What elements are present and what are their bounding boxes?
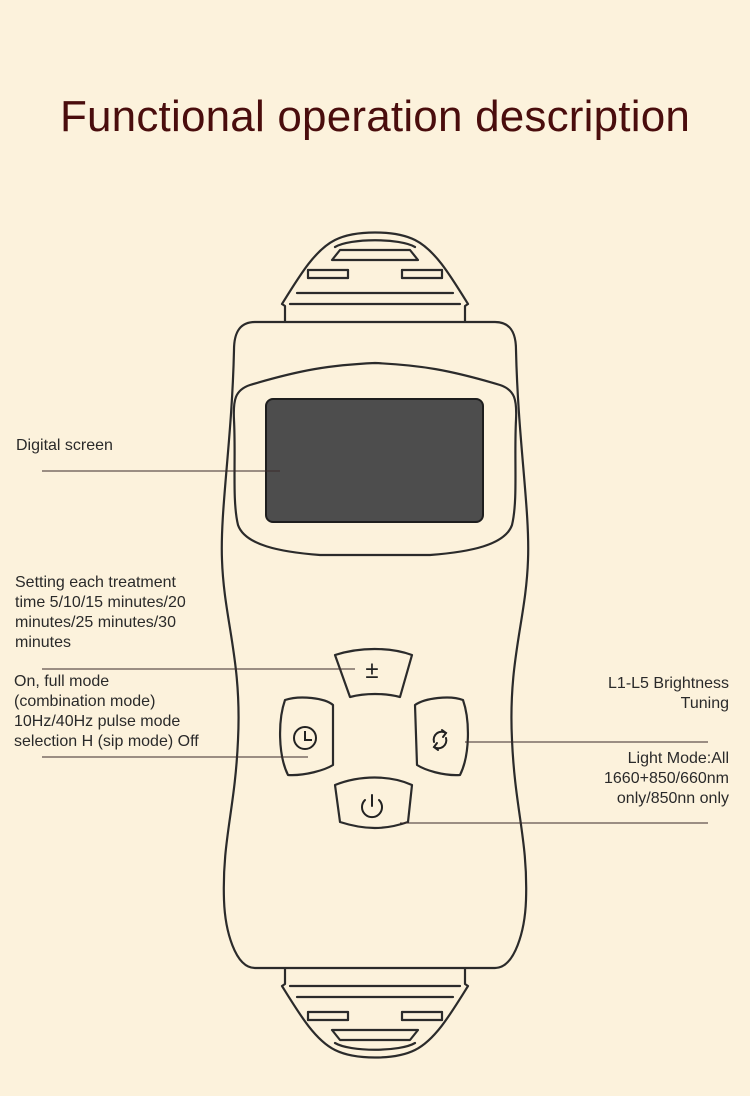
bottom-cap: [280, 966, 470, 1059]
top-cap: [280, 231, 470, 324]
plus-minus-icon: ±: [365, 657, 378, 684]
label-digital-screen: Digital screen: [16, 437, 113, 454]
label-brightness: L1-L5 Brightness Tuning: [608, 675, 729, 712]
label-mode: On, full mode (combination mode) 10Hz/40…: [14, 673, 199, 750]
clock-icon: [293, 726, 317, 750]
timer-button[interactable]: [278, 696, 335, 777]
page-title: Functional operation description: [59, 92, 691, 141]
screen-bezel: [232, 361, 518, 557]
power-icon: [361, 794, 383, 819]
digital-screen: [265, 398, 484, 523]
power-button[interactable]: [333, 776, 414, 830]
label-light-mode: Light Mode:All 1660+850/660nm only/850nn…: [604, 750, 729, 807]
plus-minus-button[interactable]: [333, 647, 414, 699]
label-timer-setting: Setting each treatment time 5/10/15 minu…: [15, 574, 186, 651]
cycle-icon: [432, 729, 448, 751]
